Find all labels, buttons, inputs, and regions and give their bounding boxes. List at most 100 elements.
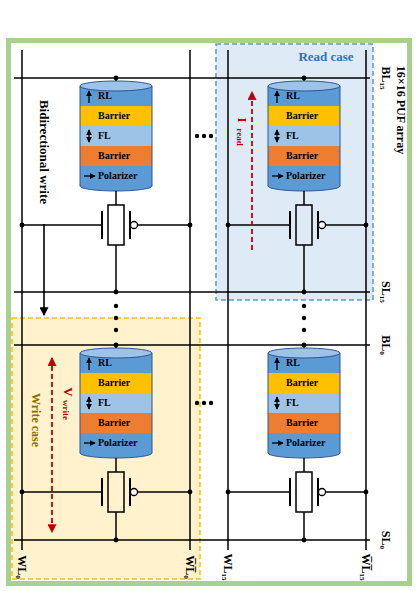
pmos-bubble [131,489,138,496]
write-voltage-arrow [51,358,53,532]
gate-lead [326,224,367,226]
layer-label: Barrier [98,378,130,388]
mtj-layer: RL [80,353,152,373]
mtj-layer: Polarizer [80,433,152,453]
magnet-arrow [88,91,89,103]
junction-dot [20,223,25,228]
mtj-lead [303,458,305,472]
ellipsis-dot [209,134,213,138]
mtj-layer: Barrier [80,373,152,393]
array-region: RLBarrierFLBarrierPolarizerRLBarrierFLBa… [6,38,412,586]
read-case-box: RLBarrierFLBarrierPolarizerRead case [216,44,373,300]
callout-arrow [43,224,45,315]
read-case-region [216,44,373,300]
mtj-layer: FL [80,393,152,413]
layer-label: Polarizer [286,171,325,181]
ellipsis-dot [114,304,118,308]
junction-dot [364,490,369,495]
word-line [189,50,191,550]
mtj-layer: Barrier [268,146,340,166]
case-label: Write case [30,393,42,447]
ellipsis-dot [114,328,118,332]
magnet-arrow [84,442,95,443]
mtj-lead [303,191,305,205]
mtj-band [80,166,152,186]
pmos-channel [304,205,312,245]
mtj-side [152,86,153,186]
read-current-arrow [251,92,253,250]
signal-name: W̅L̅₀ [183,554,197,580]
layer-label: RL [98,358,112,368]
case-label: Read case [298,50,353,63]
signal-name: WL₁₅ [221,552,235,581]
write-case-box: RLBarrierFLBarrierPolarizerWrite case [12,318,200,579]
signal-name: BL₁₅ [379,65,393,90]
voltage-symbol: V [61,386,76,397]
magnet-arrow [276,130,277,142]
mtj-layer: Barrier [80,146,152,166]
signal-name: SL₁₅ [379,280,393,304]
magnet-arrow [88,397,89,409]
voltage-subscript: write [60,399,71,421]
source-lead [115,512,117,540]
current-subscript: read [234,127,245,146]
mtj-top [268,348,340,358]
gate-lead [138,224,191,226]
gate-lead [22,491,102,493]
magnet-arrow [272,442,283,443]
source-lead [303,512,305,540]
bit-source-line [14,344,370,346]
magnet-arrow [88,358,89,370]
mtj-side [268,86,269,186]
layer-label: Barrier [286,418,318,428]
nmos-channel [108,472,116,512]
pmos-bubble [319,489,326,496]
ellipsis-dot [202,401,206,405]
pmos-bubble [319,222,326,229]
mtj-band [80,146,152,166]
layer-label: Polarizer [286,438,325,448]
layer-label: Polarizer [98,438,137,448]
mtj-layer: RL [268,86,340,106]
callout-text: Bidirectional write [37,99,52,205]
layer-label: RL [286,358,300,368]
ellipsis-dot [302,316,306,320]
magnet-arrow [276,358,277,370]
mtj-band [268,146,340,166]
ellipsis-dot [202,134,206,138]
mtj-band [80,413,152,433]
word-line [365,50,367,550]
ellipsis-dot [114,316,118,320]
ellipsis-dot [302,328,306,332]
mtj-layer: Polarizer [80,166,152,186]
magnet-arrow [84,175,95,176]
layer-label: RL [286,91,300,101]
mtj-side [152,353,153,453]
bit-source-line [14,77,370,79]
pmos-bubble [131,222,138,229]
layer-label: RL [98,91,112,101]
mtj-layer: Polarizer [268,166,340,186]
mtj-layer: RL [80,86,152,106]
mtj-band [268,166,340,186]
array-frame [9,41,410,584]
mtj-band [268,373,340,393]
mtj-band [80,393,152,413]
layer-label: FL [286,398,299,408]
array-title: 16×16 PUF array [395,66,407,154]
junction-dot [364,223,369,228]
magnet-arrow [276,397,277,409]
layer-label: Barrier [286,111,318,121]
word-line [227,50,229,550]
junction-dot [226,223,231,228]
mtj-band [268,126,340,146]
pmos-channel [116,472,124,512]
word-line [21,50,23,550]
mtj-lead [115,191,117,205]
junction-dot [114,290,119,295]
mtj-side [340,86,341,186]
layer-label: FL [98,398,111,408]
mtj-band [80,106,152,126]
mtj-band [268,393,340,413]
